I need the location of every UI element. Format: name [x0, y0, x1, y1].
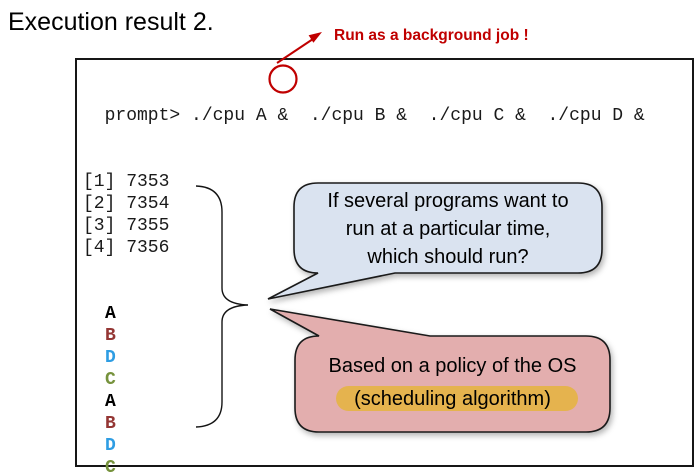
- job-line: [2] 7354: [83, 194, 170, 214]
- job-line: [1] 7353: [83, 172, 170, 192]
- terminal-letter: A: [105, 392, 116, 412]
- terminal-letter: A: [105, 304, 116, 324]
- job-line: [4] 7356: [83, 238, 170, 258]
- circled-ampersand: &: [277, 106, 289, 126]
- terminal-letter: D: [105, 436, 116, 456]
- terminal-letter: D: [105, 348, 116, 368]
- terminal-output: prompt> ./cpu A & ./cpu B & ./cpu C & ./…: [83, 61, 645, 472]
- job-line: [3] 7355: [83, 216, 170, 236]
- annotation-label: Run as a background job !: [334, 27, 529, 44]
- terminal-letter: B: [105, 326, 116, 346]
- prompt-after: ./cpu B & ./cpu C & ./cpu D &: [288, 106, 645, 126]
- terminal-letter: C: [105, 370, 116, 390]
- job-lines: [1] 7353[2] 7354[3] 7355[4] 7356: [83, 171, 645, 259]
- terminal-letter: B: [105, 414, 116, 434]
- terminal-letter: C: [105, 458, 116, 472]
- page-title: Execution result 2.: [8, 8, 214, 36]
- annotation-arrowhead-icon: [308, 32, 322, 43]
- prompt-before: prompt> ./cpu A: [83, 106, 278, 126]
- letter-sequence: ABDCABDCACBD: [83, 303, 645, 472]
- prompt-line: prompt> ./cpu A & ./cpu B & ./cpu C & ./…: [83, 105, 645, 127]
